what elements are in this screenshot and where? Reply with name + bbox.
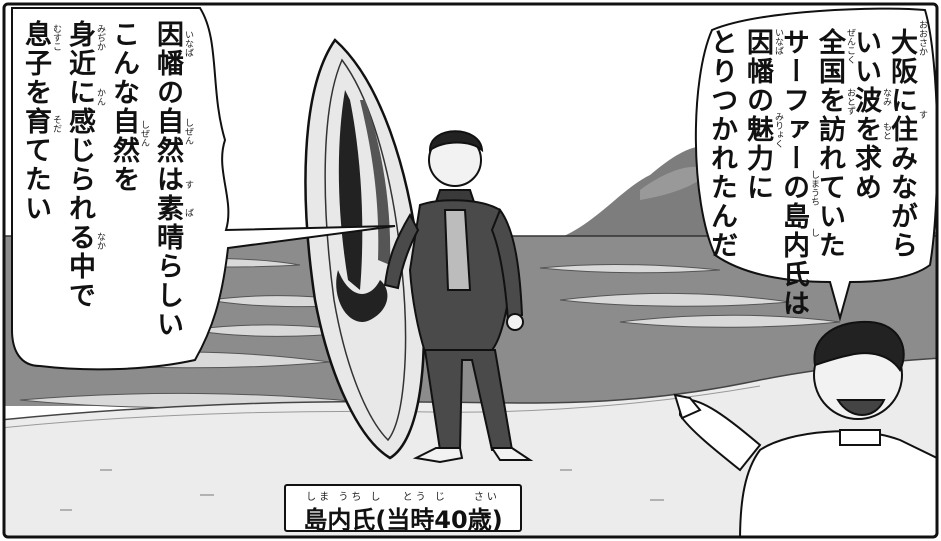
right-bubble-line-5: 因幡の魅力に	[742, 28, 773, 202]
right-bubble-line-3: 全国を訪れていた	[814, 28, 845, 260]
ruby: し	[809, 228, 819, 237]
caption-ruby: しま うち し とう じ さい	[306, 492, 500, 503]
left-bubble-line-1: 因幡の自然は素晴らしい	[152, 20, 183, 339]
ruby: なみ	[881, 88, 891, 106]
ruby: なか	[95, 232, 105, 250]
ruby: しぜん	[183, 118, 193, 145]
left-bubble-line-3: 身近に感じられる中で	[64, 20, 95, 310]
ruby: みりょく	[773, 112, 783, 148]
ruby: おとず	[845, 88, 855, 115]
ruby: おおさか	[917, 20, 927, 56]
ruby: しぜん	[139, 120, 149, 147]
narrator-character	[673, 320, 937, 537]
ruby: もと	[881, 122, 891, 140]
right-speech-bubble-shape	[694, 7, 937, 322]
ruby: いなば	[183, 30, 193, 57]
ruby: ぜんこく	[845, 28, 855, 64]
ruby: かん	[95, 88, 105, 106]
ruby: そだ	[51, 115, 61, 133]
ruby: いなば	[773, 28, 783, 55]
left-bubble-line-4: 息子を育てたい	[20, 20, 51, 223]
ruby: むすこ	[51, 24, 61, 51]
caption-text: 島内氏(当時40歳)	[303, 506, 503, 534]
ruby: す	[917, 110, 927, 119]
right-bubble-line-4: サーファーの島内氏は	[778, 28, 809, 318]
ruby: ば	[183, 208, 193, 217]
left-speech-bubble-shape	[11, 7, 396, 371]
surfer	[383, 130, 534, 464]
left-bubble-line-2: こんな自然を	[108, 20, 139, 194]
right-bubble-line-1: 大阪に住みながら	[886, 28, 917, 260]
right-bubble-line-2: いい波を求め	[850, 28, 881, 202]
ruby: す	[183, 180, 193, 189]
ruby: しまうち	[809, 170, 819, 206]
surfboard	[304, 38, 425, 460]
name-caption: しま うち し とう じ さい 島内氏(当時40歳)	[284, 484, 522, 534]
ruby: みぢか	[95, 24, 105, 51]
right-bubble-line-6: とりつかれたんだ	[706, 28, 737, 260]
